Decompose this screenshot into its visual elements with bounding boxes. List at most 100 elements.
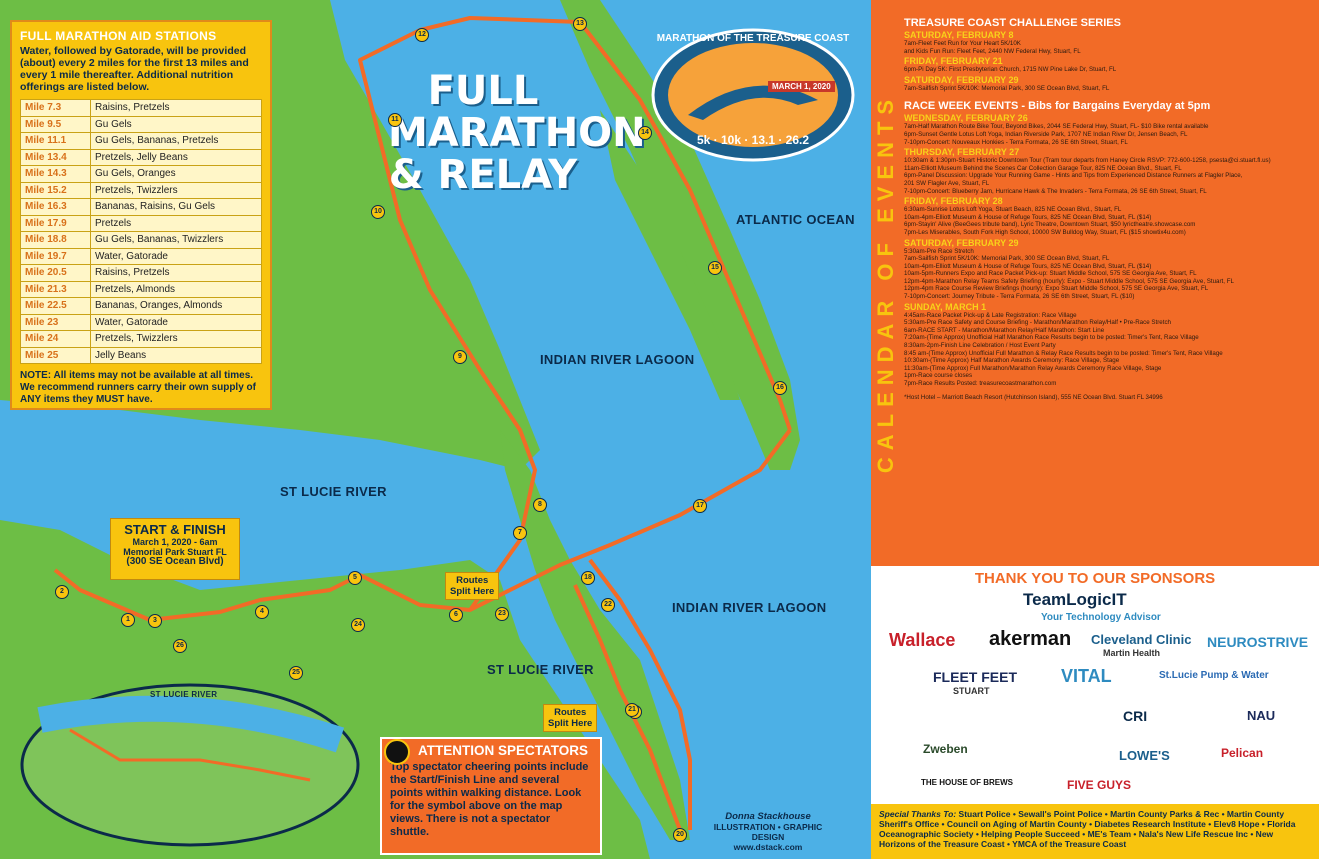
mile-marker: 17 [693,499,707,513]
aid-station-items: Jelly Beans [90,346,262,364]
atlantic-ocean-label: ATLANTIC OCEAN [736,212,855,227]
sponsor-logo: Your Technology Advisor [1041,612,1161,623]
calendar-event: 7am-Half Marathon Route Bike Tour, Beyon… [904,123,1209,131]
aid-station-items: Pretzels, Almonds [90,280,262,298]
calendar-day: SATURDAY, FEBRUARY 29 [904,237,1019,248]
calendar-event: 7-10pm-Concert: Nouveaux Honkies - Terra… [904,138,1128,146]
calendar-event: 10:30am & 1:30pm-Stuart Historic Downtow… [904,157,1271,165]
map-title: FULL MARATHON & RELAY [388,68,646,198]
calendar-event: 6pm-Panel Discussion: Upgrade Your Runni… [904,172,1243,180]
attention-spectators-heading: ATTENTION SPECTATORS [418,743,589,758]
mile-marker: 7 [513,526,527,540]
aid-stations-panel: FULL MARATHON AID STATIONS Water, follow… [10,20,272,410]
race-route [53,16,792,831]
calendar-event: 7:20am-(Time Approx) Unofficial Half Mar… [904,334,1199,342]
start-finish-heading: START & FINISH [124,522,226,537]
aid-station-mile: Mile 18.8 [20,231,91,249]
mile-marker: 4 [255,605,269,619]
aid-station-items: Pretzels [90,214,262,232]
aid-station-mile: Mile 9.5 [20,115,91,133]
mile-marker: 10 [371,205,385,219]
calendar-event: 11am-Elliott Museum Behind the Scenes Ca… [904,164,1182,172]
aid-station-items: Water, Gatorade [90,313,262,331]
calendar-event: 10am-4pm-Elliott Museum & House of Refug… [904,213,1152,221]
mile-marker: 3 [148,614,162,628]
calendar-event: and Kids Fun Run: Fleet Feet, 2440 NW Fe… [904,47,1081,55]
aid-station-mile: Mile 11.1 [20,132,91,150]
calendar-event: 6pm-Pi Day 5K: First Presbyterian Church… [904,66,1117,74]
calendar-event: 7-10pm-Concert: Blueberry Jam, Hurricane… [904,187,1207,195]
spectator-icon [384,739,410,765]
start-finish-date: March 1, 2020 - 6am [132,537,218,547]
aid-station-items: Pretzels, Twizzlers [90,330,262,348]
mile-marker: 8 [533,498,547,512]
calendar-section-title: TREASURE COAST CHALLENGE SERIES [904,17,1121,29]
calendar-event: 7am-Fleet Feet Run for Your Heart 5K/10K [904,40,1021,47]
logo-arc-text: MARATHON OF THE TREASURE COAST [656,33,850,44]
calendar-panel: CALENDAR OF EVENTS TREASURE COAST CHALLE… [871,0,1319,566]
mile-marker: 15 [708,261,722,275]
sponsor-logo: THE HOUSE OF BREWS [921,778,1014,787]
calendar-day: THURSDAY, FEBRUARY 27 [904,147,1020,158]
calendar-event: 11:30am-(Time Approx) Full Marathon/Mara… [904,364,1162,372]
sponsor-logo: TeamLogicIT [1023,590,1127,609]
calendar-vertical-label: CALENDAR OF EVENTS [873,92,898,474]
race-map: ATLANTIC OCEAN INDIAN RIVER LAGOON INDIA… [0,0,855,859]
aid-station-items: Raisins, Pretzels [90,264,262,282]
mile-marker: 18 [581,571,595,585]
mile-marker: 9 [453,350,467,364]
aid-station-mile: Mile 14.3 [20,165,91,183]
attention-spectators-body: Top spectator cheering points include th… [390,761,589,838]
calendar-event: 7pm-Race Results Posted: treasurecoastma… [904,380,1057,387]
calendar-event: 12pm-4pm-Marathon Relay Teams Safety Bri… [904,277,1234,285]
aid-station-items: Bananas, Oranges, Almonds [90,297,262,315]
sponsor-logo: Zweben [923,742,968,756]
aid-station-mile: Mile 25 [20,346,91,364]
mile-marker: 13 [573,17,587,31]
aid-station-items: Pretzels, Twizzlers [90,181,262,199]
mile-marker: 2 [55,585,69,599]
sponsor-logo: FLEET FEET [933,669,1017,685]
indian-river-lagoon-south-label: INDIAN RIVER LAGOON [672,600,827,615]
calendar-event: 6pm-Stayin' Alive (BeeGees tribute band)… [904,221,1196,229]
calendar-section-title: RACE WEEK EVENTS - Bibs for Bargains Eve… [904,100,1211,113]
aid-station-mile: Mile 23 [20,313,91,331]
calendar-vertical-bar: CALENDAR OF EVENTS [871,0,901,566]
calendar-event: 4:45am-Race Packet Pick-up & Late Regist… [904,311,1077,319]
mile-marker: 1 [121,613,135,627]
sponsor-logo: akerman [989,628,1072,650]
aid-station-mile: Mile 19.7 [20,247,91,265]
calendar-event: 6pm-Sunset Gentle Lotus Loft Yoga, India… [904,130,1188,138]
aid-station-items: Gu Gels, Oranges [90,165,262,183]
inset-river-label: ST LUCIE RIVER [150,690,218,699]
mile-marker: 14 [638,126,652,140]
aid-station-mile: Mile 21.3 [20,280,91,298]
calendar-event: 12pm-4pm Race Course Review Briefings (h… [904,285,1209,293]
sponsor-logo: St.Lucie Pump & Water [1159,670,1269,681]
aid-station-mile: Mile 17.9 [20,214,91,232]
host-hotel-note: *Host Hotel – Marriott Beach Resort (Hut… [904,393,1163,401]
sponsor-logo: NAU [1247,708,1276,723]
calendar-event: 5:30am-Pre Race Safety and Course Briefi… [904,319,1171,327]
sponsor-logo: FIVE GUYS [1067,778,1132,792]
aid-station-items: Bananas, Raisins, Gu Gels [90,198,262,216]
calendar-event: 8:45 am-(Time Approx) Unofficial Full Ma… [904,349,1223,357]
mile-marker: 23 [495,607,509,621]
sponsor-logo: Pelican [1221,746,1264,760]
aid-station-mile: Mile 20.5 [20,264,91,282]
special-thanks-text: Stuart Police • Sewall's Point Police • … [879,809,1296,849]
